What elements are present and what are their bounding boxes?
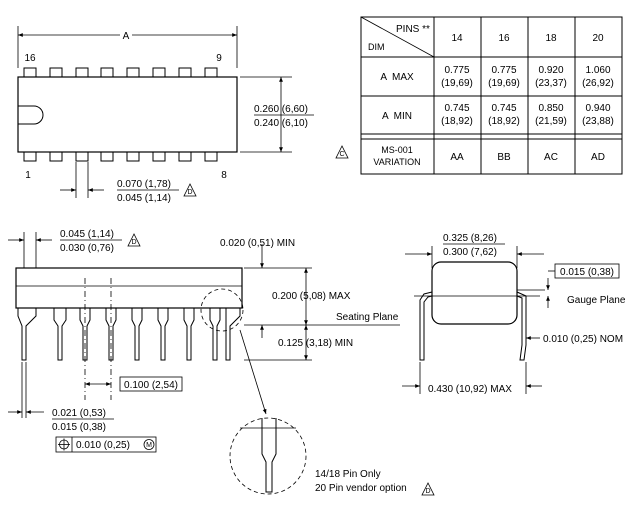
lead-width-max: 0.021 (0,53) [52,408,106,419]
top-pin-row [23,67,218,78]
cell-max-16-in: 0.775 [491,65,516,76]
cell-min-14-in: 0.745 [444,103,469,114]
side-view: 0.045 (1,14) 0.030 (0,76) D [8,229,400,453]
variation-18: AC [544,152,558,163]
cell-max-18-in: 0.920 [538,65,563,76]
pin-count-18: 18 [545,33,557,44]
body-width-max: 0.260 (6,60) [254,104,308,115]
variation-label-2: VARIATION [373,157,420,167]
tolerance-value: 0.010 (0,25) [76,440,130,451]
header-pins: PINS ** [396,24,430,35]
row-a-max-label: A MAX [380,72,414,83]
position-tolerance: 0.010 (0,25) M [55,436,157,453]
row-a-min-label: A MIN [382,111,412,122]
cell-max-20-in: 1.060 [585,65,610,76]
pin-width-min: 0.045 (1,14) [117,193,171,204]
pin-1-label: 1 [25,170,31,181]
cell-max-18-mm: (23,37) [535,78,567,89]
cell-max-14-mm: (19,69) [441,78,473,89]
cell-min-20-in: 0.940 [585,103,610,114]
detail-line-2: 20 Pin vendor option [315,483,407,494]
pin-one-notch [18,105,44,125]
shoulder-max: 0.045 (1,14) [60,229,114,240]
note-d-marker-3: D [425,488,430,495]
note-c-marker: C [339,151,344,158]
header-dim: DIM [368,42,385,52]
dim-a-label: A [123,31,130,42]
detail-line-1: 14/18 Pin Only [315,469,381,480]
pin-width-max: 0.070 (1,78) [117,179,171,190]
detail-view: 14/18 Pin Only 20 Pin vendor option D [229,329,435,496]
gauge-plane: Gauge Plane [567,295,626,306]
package-body-side [15,267,243,309]
body-width-min: 0.240 (6,10) [254,118,308,129]
lead-row [17,308,241,361]
package-body-end [431,261,518,325]
row-spacing-min: 0.300 (7,62) [443,247,497,258]
cell-min-16-mm: (18,92) [488,116,520,127]
variation-20: AD [591,152,605,163]
overall-max: 0.430 (10,92) MAX [428,384,512,395]
height-max-dim: 0.200 (5,08) MAX [272,291,351,302]
cell-min-14-mm: (18,92) [441,116,473,127]
cell-max-14-in: 0.775 [444,65,469,76]
gauge-value: 0.015 (0,38) [560,267,614,278]
dimension-table: C PINS ** DIM 14 16 18 20 A MAX 0.775 (1… [335,16,623,175]
cell-min-16-in: 0.745 [491,103,516,114]
variation-label-1: MS-001 [381,145,413,155]
bottom-pin-row [23,151,218,162]
standoff-dim: 0.020 (0,51) MIN [220,238,295,249]
lead-length-dim: 0.125 (3,18) MIN [278,338,353,349]
note-d-marker-2: D [131,239,136,246]
variation-16: BB [497,152,511,163]
variation-14: AA [450,152,464,163]
end-view: 0.325 (8,26) 0.300 (7,62) 0.015 (0,38) G… [402,233,626,395]
tolerance-modifier: M [146,442,152,449]
pin-9-label: 9 [216,53,222,64]
pin-8-label: 8 [221,170,227,181]
lead-thickness: 0.010 (0,25) NOM [543,334,623,345]
package-body-top [17,76,238,153]
lead-width-min: 0.015 (0,38) [52,422,106,433]
pin-count-14: 14 [451,33,463,44]
cell-min-20-mm: (23,88) [582,116,614,127]
pin-16-label: 16 [24,53,36,64]
top-view: A 16 9 1 8 [17,26,314,204]
row-spacing-max: 0.325 (8,26) [443,233,497,244]
pin-count-20: 20 [592,33,604,44]
pitch-dim: 0.100 (2,54) [124,380,178,391]
note-d-marker-1: D [187,189,192,196]
pin-count-16: 16 [498,33,510,44]
cell-min-18-mm: (21,59) [535,116,567,127]
shoulder-min: 0.030 (0,76) [60,243,114,254]
cell-max-16-mm: (19,69) [488,78,520,89]
seating-plane: Seating Plane [336,312,399,323]
cell-min-18-in: 0.850 [538,103,563,114]
cell-max-20-mm: (26,92) [582,78,614,89]
